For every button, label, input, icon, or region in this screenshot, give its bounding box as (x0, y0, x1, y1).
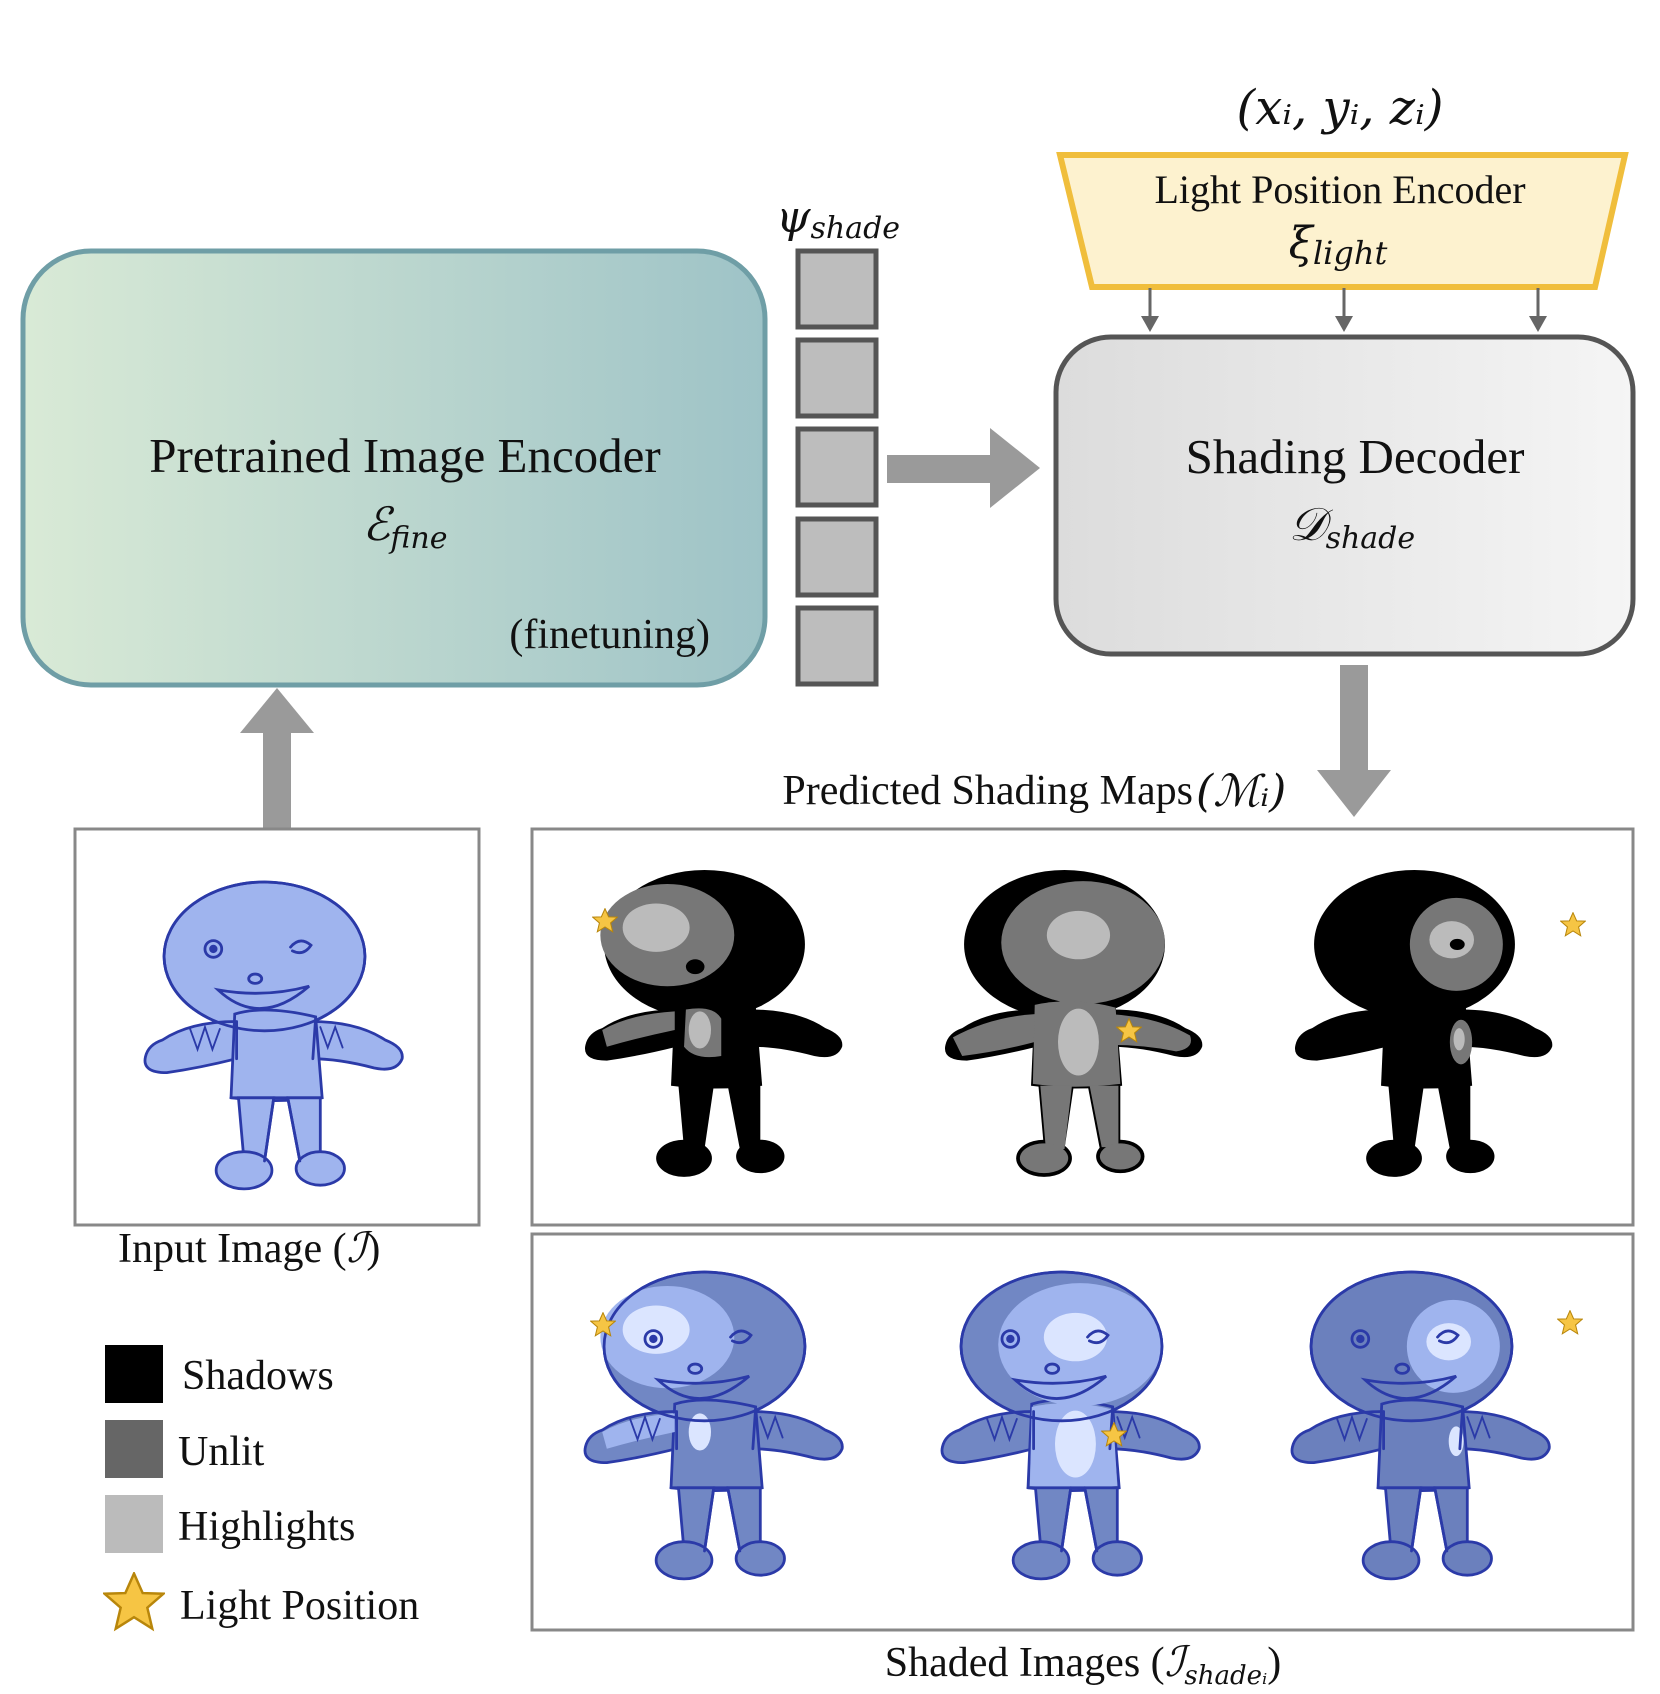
feature-block (795, 605, 879, 687)
feature-block (795, 516, 879, 598)
feature-symbol: ψshade (776, 192, 900, 246)
legend-label-light-position: Light Position (180, 1583, 419, 1629)
image-encoder-symbol: ℰfine (363, 497, 448, 556)
shading-decoder-box (1053, 334, 1636, 657)
input-caption: Input Image (ℐ) (118, 1223, 380, 1272)
shading-decoder-title: Shading Decoder (1186, 429, 1525, 484)
feature-block (795, 426, 879, 508)
maps-symbol: (ℳᵢ) (1196, 766, 1286, 817)
shaded-image-1 (583, 1270, 844, 1581)
image-encoder-box (20, 248, 768, 688)
shaded-image-3 (1290, 1270, 1551, 1581)
feature-block (795, 248, 879, 330)
maps-caption: Predicted Shading Maps (782, 768, 1193, 814)
shaded-caption: Shaded Images (ℐshadeᵢ) (885, 1637, 1282, 1691)
legend-label-highlights: Highlights (178, 1504, 355, 1550)
shading-map-3 (1294, 870, 1553, 1177)
input-to-encoder-arrow (240, 688, 314, 828)
light-encoder-box (1056, 152, 1629, 290)
feature-to-decoder-arrow (887, 428, 1040, 508)
finetuning-note: (finetuning) (509, 612, 710, 658)
feature-vector (795, 248, 879, 687)
light-encoder-symbol: ξlight (1289, 218, 1388, 272)
image-encoder-title: Pretrained Image Encoder (149, 428, 661, 483)
light-to-decoder-arrows (1141, 288, 1547, 332)
legend-swatch-highlights (105, 1495, 163, 1553)
shading-map-2 (944, 870, 1203, 1177)
legend-label-unlit: Unlit (178, 1429, 265, 1475)
feature-block (795, 337, 879, 419)
legend-swatch-shadows (105, 1345, 163, 1403)
legend: Shadows Unlit Highlights Light Position (103, 1345, 419, 1630)
shaded-image-2 (940, 1270, 1201, 1581)
legend-swatch-unlit (105, 1420, 163, 1478)
shading-map-1 (584, 870, 843, 1177)
light-encoder-title: Light Position Encoder (1154, 167, 1525, 212)
legend-label-shadows: Shadows (182, 1353, 334, 1399)
decoder-to-maps-arrow (1317, 665, 1391, 817)
legend-star-icon (103, 1572, 165, 1630)
light-coords: (xᵢ, yᵢ, zᵢ) (1237, 80, 1444, 136)
